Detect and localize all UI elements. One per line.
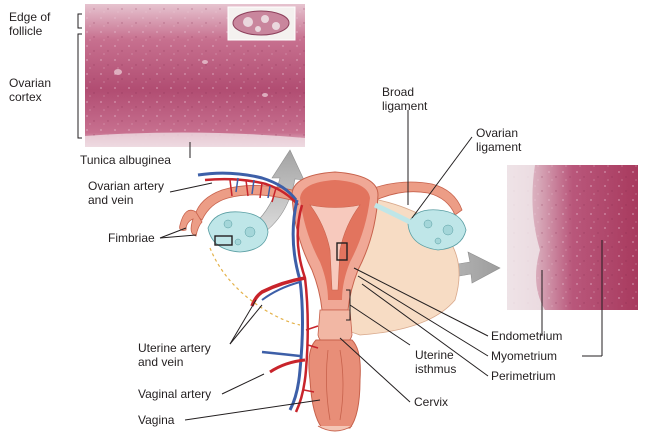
label-edge-of-follicle: Edge of follicle	[9, 10, 54, 38]
uterine-wall-sample-box	[336, 242, 348, 261]
left-ovary-sample-box	[214, 235, 233, 246]
label-tunica-albuginea: Tunica albuginea	[80, 153, 171, 167]
ovarian-artery-path	[204, 177, 299, 206]
label-perimetrium: Perimetrium	[491, 369, 556, 383]
uterus-anatomy	[179, 171, 467, 432]
label-ovarian-artery-vein: Ovarian artery and vein	[88, 179, 167, 207]
right-ovary	[407, 209, 467, 251]
label-fimbriae: Fimbriae	[108, 231, 155, 245]
label-uterine-artery-vein: Uterine artery and vein	[138, 341, 214, 369]
label-vaginal-artery: Vaginal artery	[138, 387, 211, 401]
fimbriae-shape	[179, 209, 203, 237]
leader-lines	[77, 13, 603, 421]
label-ovarian-cortex: Ovarian cortex	[9, 76, 54, 104]
uterine-wall-micrograph	[507, 165, 638, 310]
ovary-micrograph	[85, 4, 305, 147]
uterine-cavity	[309, 204, 361, 291]
label-cervix: Cervix	[414, 395, 448, 409]
ovarian-vein-path	[197, 171, 298, 201]
label-myometrium: Myometrium	[491, 349, 557, 363]
left-ovary	[207, 211, 269, 253]
label-broad-ligament: Broad ligament	[382, 85, 428, 113]
label-ovarian-ligament: Ovarian ligament	[476, 126, 522, 154]
label-uterine-isthmus: Uterine isthmus	[415, 348, 457, 376]
label-vagina: Vagina	[138, 413, 175, 427]
ovary-inset-thumbnail	[227, 6, 296, 41]
uterine-vein-path	[288, 199, 304, 411]
uterine-artery-path	[294, 204, 310, 413]
label-endometrium: Endometrium	[491, 329, 562, 343]
vagina-shape	[308, 339, 361, 429]
